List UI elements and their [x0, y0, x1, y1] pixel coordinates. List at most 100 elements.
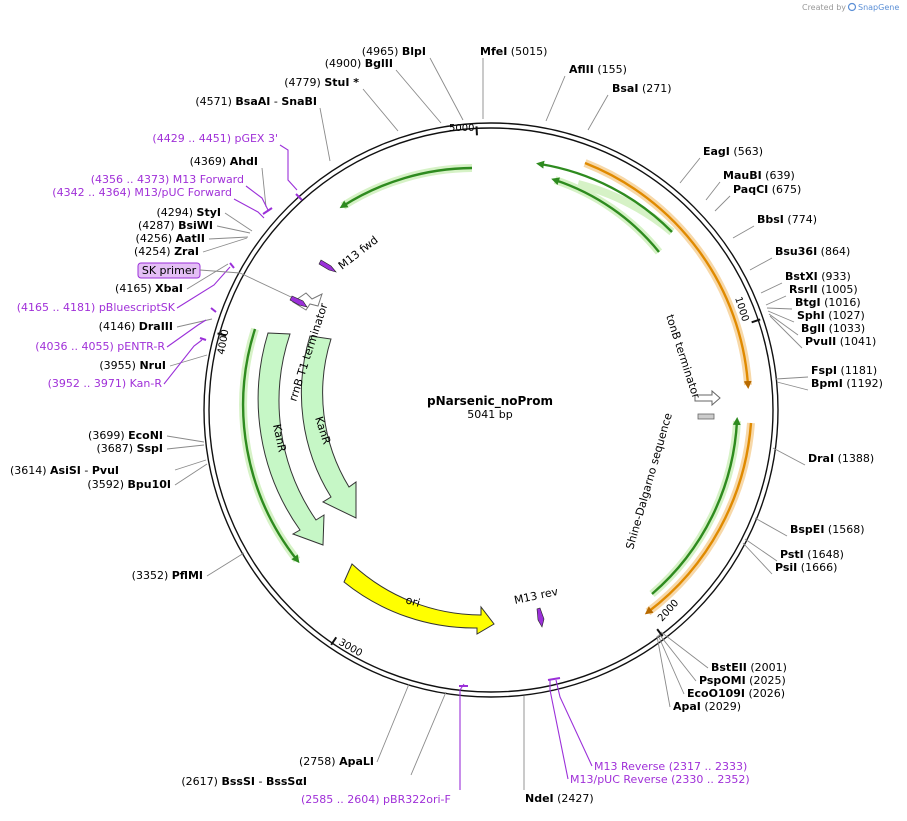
- site-label-bsai[interactable]: BsaI (271): [612, 82, 672, 95]
- leader-line: [175, 464, 207, 485]
- site-label-bsiwi[interactable]: (4287) BsiWI: [138, 219, 213, 232]
- leader-line: [767, 308, 792, 309]
- site-label-bsaai[interactable]: (4571) BsaAI - SnaBI: [195, 95, 317, 108]
- primer-label-pentr[interactable]: (4036 .. 4055) pENTR-R: [35, 340, 165, 353]
- primer-label-pbr322[interactable]: (2585 .. 2604) pBR322ori-F: [301, 793, 451, 806]
- site-label-apali[interactable]: (2758) ApaLI: [299, 755, 374, 768]
- shine-dalgarno-label: Shine-Dalgarno sequence: [623, 411, 674, 551]
- leader-line: [766, 296, 786, 305]
- leader-line: [175, 460, 206, 470]
- site-label-aatii[interactable]: (4256) AatII: [136, 232, 205, 245]
- m13-fwd-label: M13 fwd: [336, 233, 381, 272]
- leader-line: [706, 182, 720, 200]
- site-label-xbai[interactable]: (4165) XbaI: [115, 282, 183, 295]
- site-label-rsrii[interactable]: RsrII (1005): [789, 283, 858, 296]
- site-label-bpmi[interactable]: BpmI (1192): [811, 377, 883, 390]
- site-label-psti[interactable]: PstI (1648): [780, 548, 844, 561]
- primer-label-m13pucfwd[interactable]: (4342 .. 4364) M13/pUC Forward: [52, 186, 232, 199]
- m13-fwd-site-glyph[interactable]: [319, 260, 336, 272]
- primer-label-m13rev[interactable]: M13 Reverse (2317 .. 2333): [594, 760, 747, 773]
- tonb-terminator-label: tonB terminator: [663, 313, 703, 401]
- leader-line: [200, 338, 206, 340]
- site-label-sphi[interactable]: SphI (1027): [797, 309, 865, 322]
- bp-tick-label: 5000: [449, 123, 474, 134]
- leader-line: [755, 518, 787, 536]
- leader-line: [548, 678, 560, 680]
- site-label-ndei[interactable]: NdeI (2427): [525, 792, 594, 805]
- leader-line: [460, 684, 464, 790]
- leader-line: [556, 680, 592, 766]
- site-label-sspi[interactable]: (3687) SspI: [96, 442, 163, 455]
- map-length: 5041 bp: [467, 408, 512, 421]
- leader-line: [230, 263, 234, 268]
- map-title: pNarsenic_noProm: [427, 394, 553, 409]
- leader-line: [240, 273, 291, 297]
- site-label-pvuii[interactable]: PvuII (1041): [805, 335, 876, 348]
- leader-line: [750, 258, 772, 270]
- leader-line: [396, 70, 441, 123]
- site-label-fspi[interactable]: FspI (1181): [811, 364, 877, 377]
- m13-rev-site-glyph[interactable]: [537, 608, 544, 627]
- leader-line: [733, 226, 754, 238]
- leader-line: [209, 237, 248, 239]
- site-label-nrui[interactable]: (3955) NruI: [99, 359, 166, 372]
- leader-line: [411, 692, 446, 775]
- site-label-bsssi[interactable]: (2617) BssSI - BssSαI: [181, 775, 307, 788]
- site-label-ecoo109i[interactable]: EcoO109I (2026): [687, 687, 785, 700]
- primer-label-kanr[interactable]: (3952 .. 3971) Kan-R: [48, 377, 163, 390]
- leader-line: [715, 196, 730, 211]
- leader-line: [177, 319, 212, 327]
- site-label-econi[interactable]: (3699) EcoNI: [88, 429, 163, 442]
- site-label-bglii[interactable]: (4900) BglII: [325, 57, 393, 70]
- snapgene-logo-icon: [849, 4, 856, 11]
- leader-line: [167, 445, 204, 449]
- site-label-drai[interactable]: DraI (1388): [808, 452, 874, 465]
- bp-tick-label: 3000: [337, 637, 365, 659]
- leader-line: [680, 158, 700, 183]
- site-label-bspei[interactable]: BspEI (1568): [790, 523, 865, 536]
- site-label-pflmi[interactable]: (3352) PflMI: [132, 569, 203, 582]
- leader-line: [659, 634, 696, 681]
- leader-line: [773, 448, 805, 465]
- green-arc-left-top-halo: [343, 168, 472, 206]
- primer-label-m13fwd[interactable]: (4356 .. 4373) M13 Forward: [91, 173, 244, 186]
- leader-line: [170, 355, 207, 366]
- site-label-bgli[interactable]: BglI (1033): [801, 322, 865, 335]
- site-label-bsu36i[interactable]: Bsu36I (864): [775, 245, 850, 258]
- leader-line: [777, 382, 808, 390]
- leader-line: [234, 199, 264, 218]
- site-label-zrai[interactable]: (4254) ZraI: [134, 245, 199, 258]
- site-label-pspomi[interactable]: PspOMI (2025): [699, 674, 786, 687]
- site-label-eagi[interactable]: EagI (563): [703, 145, 763, 158]
- site-label-aflii[interactable]: AflII (155): [569, 63, 627, 76]
- leader-line: [761, 283, 782, 293]
- site-label-draiii[interactable]: (4146) DraIII: [99, 320, 173, 333]
- primer-label-m13pucrev[interactable]: M13/pUC Reverse (2330 .. 2352): [570, 773, 750, 786]
- site-label-bsteii[interactable]: BstEII (2001): [711, 661, 787, 674]
- site-label-apai[interactable]: ApaI (2029): [673, 700, 741, 713]
- sk-primer-label: SK primer: [142, 264, 197, 277]
- site-label-ahdi[interactable]: (4369) AhdI: [190, 155, 258, 168]
- leader-line: [546, 76, 565, 121]
- site-label-bstxi[interactable]: BstXI (933): [785, 270, 851, 283]
- leader-line: [203, 238, 247, 252]
- leader-line: [776, 377, 808, 379]
- site-label-paqci[interactable]: PaqCI (675): [733, 183, 801, 196]
- shine-dalgarno-glyph[interactable]: [698, 414, 714, 419]
- leader-line: [200, 270, 240, 273]
- site-label-psii[interactable]: PsiI (1666): [775, 561, 837, 574]
- credit-brand: SnapGene: [858, 3, 899, 12]
- site-label-bpu10i[interactable]: (3592) Bpu10I: [87, 478, 171, 491]
- site-label-bbsi[interactable]: BbsI (774): [757, 213, 817, 226]
- site-label-styi[interactable]: (4294) StyI: [156, 206, 221, 219]
- primer-label-pbluescriptsk[interactable]: (4165 .. 4181) pBluescriptSK: [17, 301, 176, 314]
- leader-line: [280, 145, 297, 190]
- site-label-stui[interactable]: (4779) StuI *: [284, 76, 359, 89]
- site-label-btgi[interactable]: BtgI (1016): [795, 296, 861, 309]
- site-label-maubi[interactable]: MauBI (639): [723, 169, 795, 182]
- leader-line: [588, 95, 608, 130]
- site-label-asisi[interactable]: (3614) AsiSI - PvuI: [10, 464, 119, 477]
- leader-line: [167, 436, 204, 442]
- site-label-mfei[interactable]: MfeI (5015): [480, 45, 547, 58]
- primer-label-pgex3[interactable]: (4429 .. 4451) pGEX 3': [152, 132, 278, 145]
